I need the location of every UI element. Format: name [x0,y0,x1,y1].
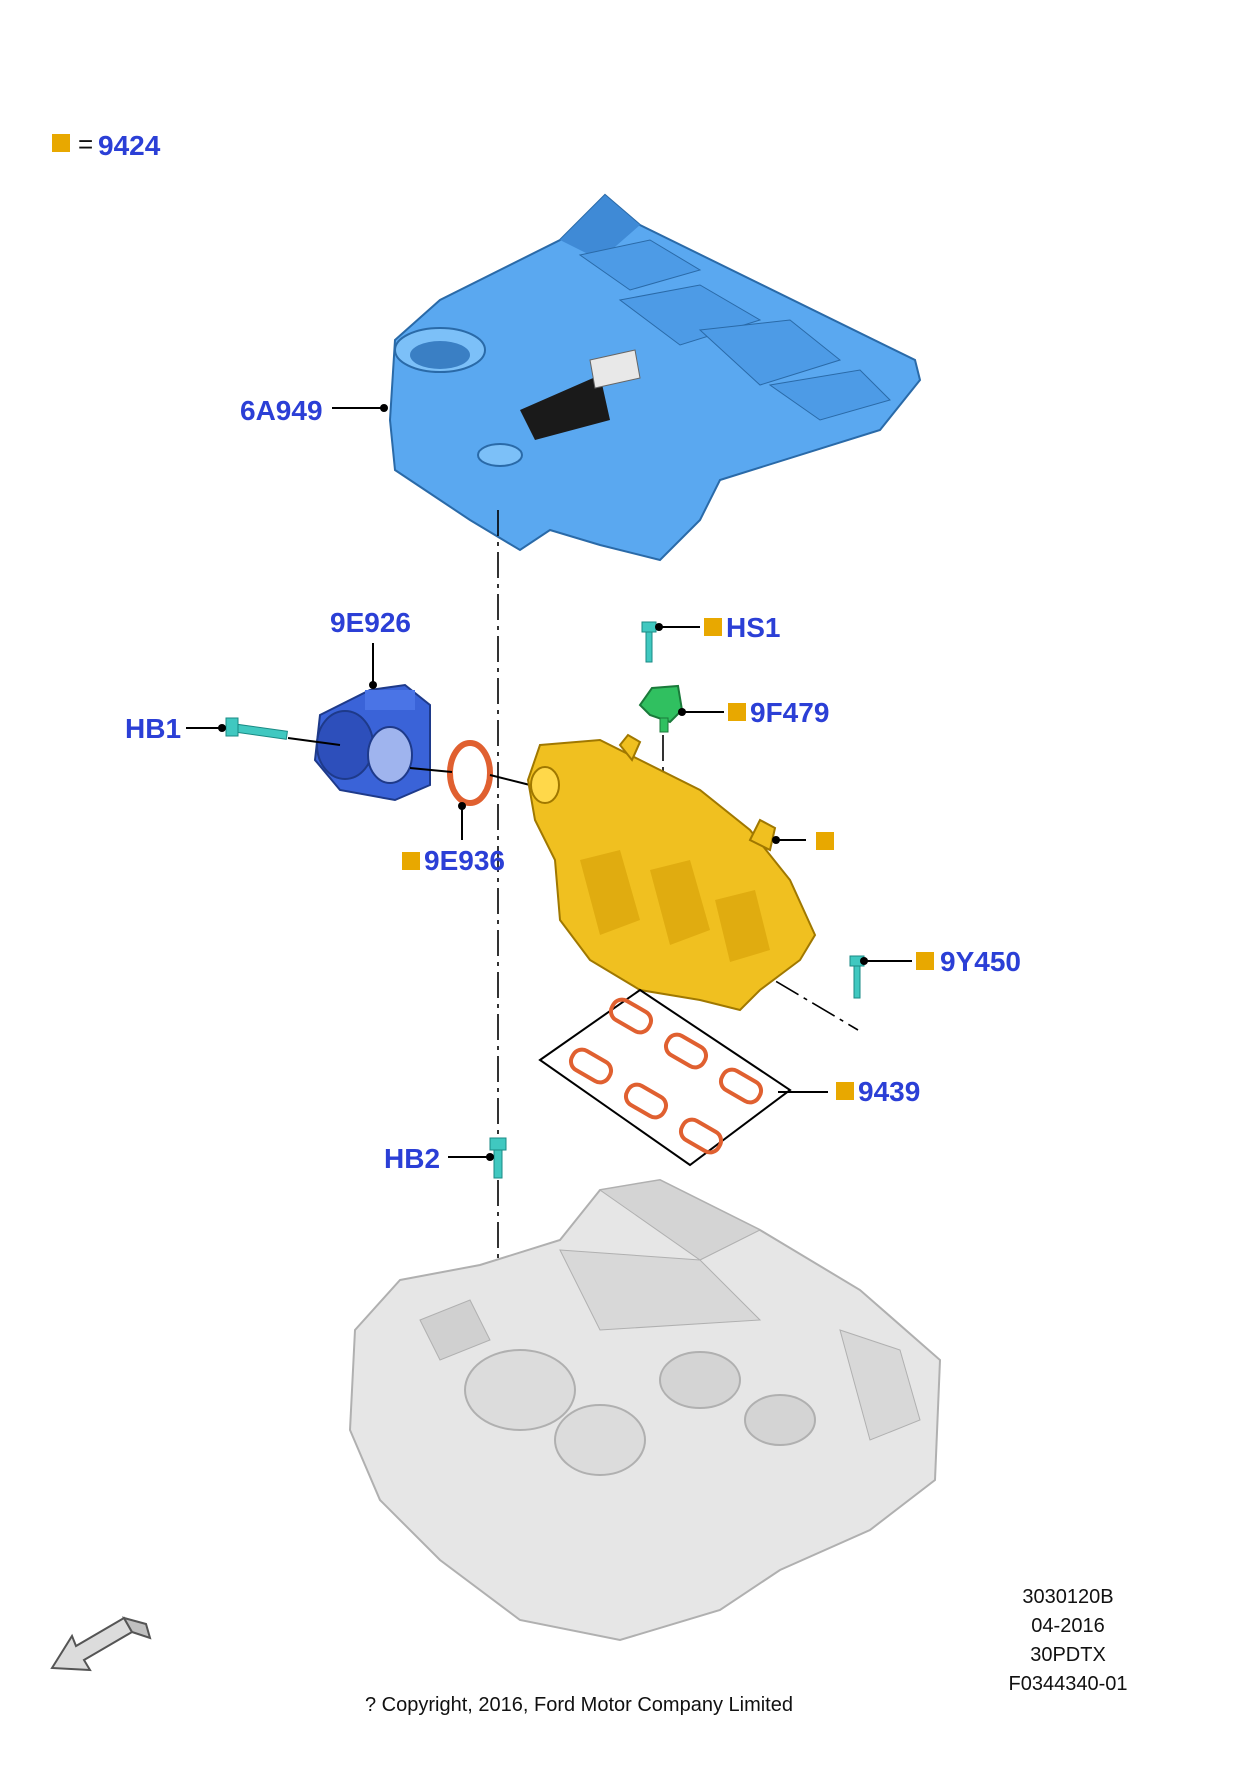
legend: = 9424 [52,129,161,161]
drawing-info: 3030120B 04-2016 30PDTX F0344340-01 [1009,1586,1128,1695]
bolt-hs1 [641,621,657,663]
sensor [638,684,684,733]
callout-6a949[interactable]: 6A949 [240,395,323,426]
engine-block [348,1178,942,1642]
leader-hb1-link [287,737,341,746]
info-line-1: 3030120B [1022,1586,1113,1608]
stud-hb2 [489,1137,507,1179]
callout-9439[interactable]: 9439 [858,1076,920,1107]
leader-dot [218,724,226,732]
leader-dot [772,836,780,844]
info-line-4: F0344340-01 [1009,1673,1128,1695]
o-ring [447,740,493,806]
callout-9y450[interactable]: 9Y450 [940,946,1021,977]
leader-dot [655,623,663,631]
marker-9439 [836,1082,854,1100]
leader-dot [380,404,388,412]
info-line-3: 30PDTX [1030,1644,1106,1666]
front-direction-arrow-icon [50,1616,152,1672]
marker-hs1 [704,618,722,636]
leader-dot [369,681,377,689]
gasket-set [538,988,792,1167]
bolt-hb1 [225,717,288,740]
leader-dot [486,1153,494,1161]
callout-hb1[interactable]: HB1 [125,713,181,744]
marker-9y450 [916,952,934,970]
leader-dot [678,708,686,716]
stud-9y450 [849,955,865,999]
legend-equals: = [78,129,93,159]
legend-marker [52,134,70,152]
leader-dot [860,957,868,965]
leader-dot [458,802,466,810]
callout-hb2[interactable]: HB2 [384,1143,440,1174]
callout-9e926[interactable]: 9E926 [330,607,411,638]
leader-oring-link2 [489,774,531,786]
throttle-body [313,683,431,802]
legend-part-number: 9424 [98,130,161,161]
engine-cover [388,193,922,562]
marker-manifold [816,832,834,850]
callout-9f479[interactable]: 9F479 [750,697,829,728]
callout-9e936[interactable]: 9E936 [424,845,505,876]
marker-9f479 [728,703,746,721]
copyright-notice: ? Copyright, 2016, Ford Motor Company Li… [365,1694,793,1716]
info-line-2: 04-2016 [1031,1615,1104,1637]
leader-oring-link [409,767,453,773]
intake-manifold [526,733,817,1012]
callout-hs1[interactable]: HS1 [726,612,780,643]
marker-9e936 [402,852,420,870]
